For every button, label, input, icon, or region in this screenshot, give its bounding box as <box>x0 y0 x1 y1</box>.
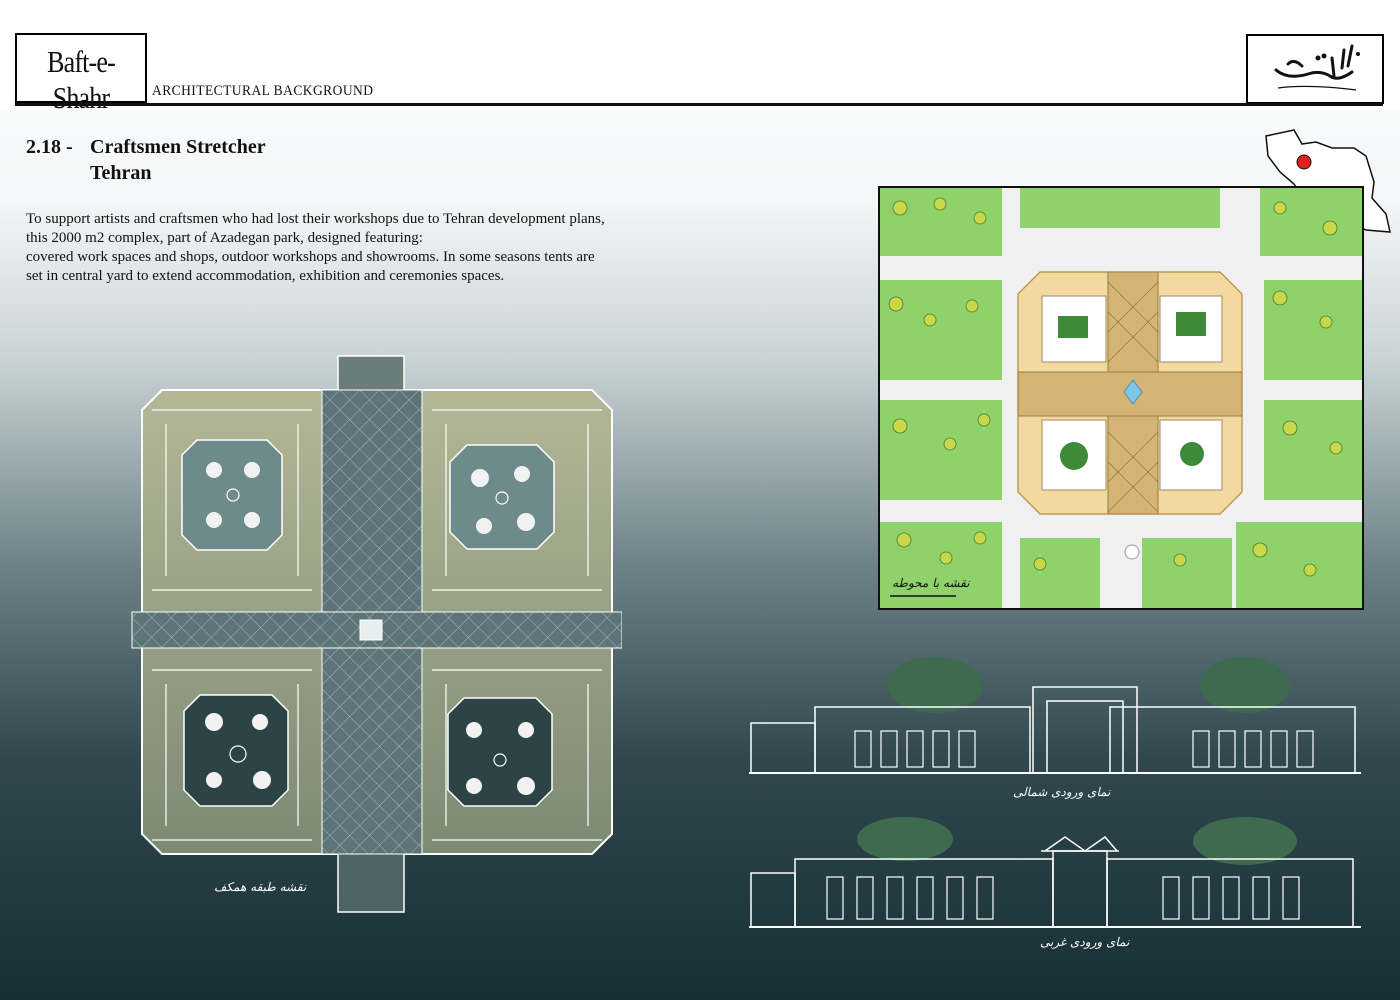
baft-e-shahr-logo: Baft-e-Shahr <box>15 33 147 115</box>
page-subtitle: ARCHITECTURAL BACKGROUND <box>152 83 374 99</box>
site-plan-caption: نقشه با محوطه <box>892 576 970 590</box>
north-entrance-elevation: نمای ورودی شمالی <box>745 655 1365 815</box>
project-name: Craftsmen Stretcher <box>90 136 266 158</box>
project-title: 2.18 - Craftsmen Stretcher Tehran <box>26 134 266 186</box>
west-elevation-caption: نمای ورودی غربی <box>1040 935 1130 949</box>
project-city: Tehran <box>90 162 152 184</box>
location-marker-icon <box>1296 154 1312 170</box>
description-line: this 2000 m2 complex, part of Azadegan p… <box>26 230 423 246</box>
page-header: Baft-e-Shahr ARCHITECTURAL BACKGROUND <box>0 0 1400 115</box>
plan-caption: نقشه طبقه همکف <box>214 880 307 894</box>
ground-floor-plan: نقشه طبقه همکف <box>122 350 623 940</box>
logo-text: Baft-e-Shahr <box>47 44 116 115</box>
persian-logo <box>1246 34 1384 104</box>
persian-calligraphy-logo <box>1274 44 1360 91</box>
description-line: set in central yard to extend accommodat… <box>26 268 505 284</box>
description-line: To support artists and craftsmen who had… <box>26 211 605 227</box>
project-number: 2.18 - <box>26 136 73 158</box>
site-plan: نقشه با محوطه <box>878 186 1364 610</box>
header-rule <box>15 103 1383 106</box>
project-description: To support artists and craftsmen who had… <box>26 210 696 286</box>
description-line: covered work spaces and shops, outdoor w… <box>26 249 595 265</box>
north-elevation-caption: نمای ورودی شمالی <box>1013 785 1111 799</box>
west-entrance-elevation: نمای ورودی غربی <box>745 815 1365 965</box>
